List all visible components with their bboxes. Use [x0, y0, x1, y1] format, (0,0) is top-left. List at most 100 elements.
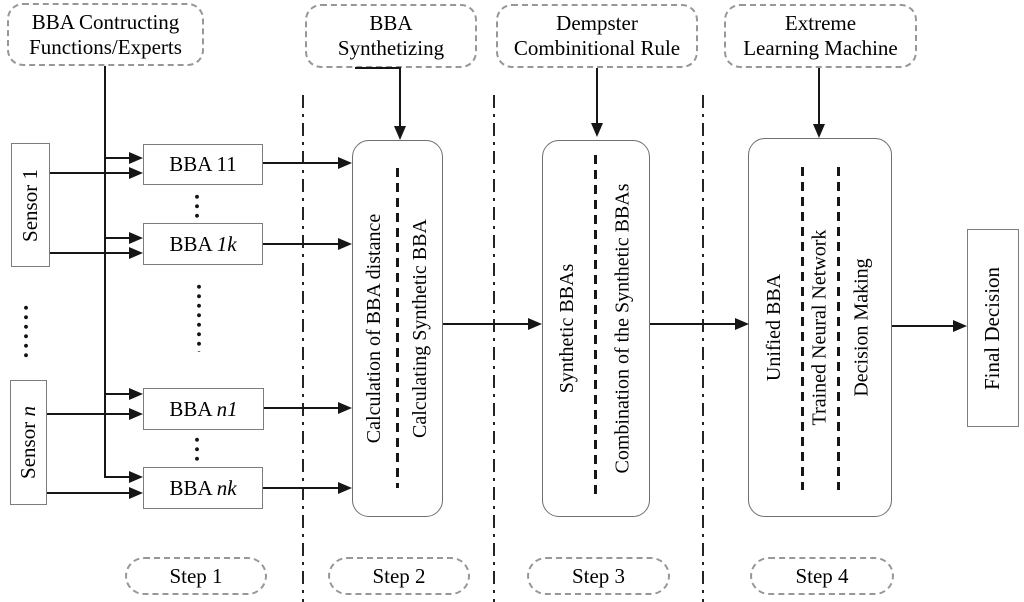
line-dempster-to-step3	[596, 68, 598, 124]
bba-11-suffix: 11	[216, 152, 237, 176]
step-pill-1: Step 1	[125, 557, 267, 595]
line-step2-to-step3	[443, 323, 528, 325]
line-trunk-to-bban1	[104, 393, 129, 395]
bba-n1-label: BBA n1	[169, 397, 237, 422]
elm-line2: Learning Machine	[743, 36, 898, 60]
arrowhead-bba11-to-step2	[338, 157, 352, 169]
line-step3-to-step4	[650, 323, 735, 325]
step2-left-text: Calculation of BBA distance	[363, 213, 385, 444]
ellipsis-bba-1k-n1	[196, 282, 202, 352]
sensor-1-label: Sensor 1	[18, 168, 43, 242]
bba-11-box: BBA 11	[143, 144, 263, 185]
line-elm-to-step4	[818, 68, 820, 125]
arrowhead-bba1k-to-step2	[338, 238, 352, 250]
step4-col1-text: Unified BBA	[763, 273, 785, 382]
arrowhead-sensor1-to-bba1k	[129, 247, 143, 259]
ellipsis-bba-11-1k	[194, 192, 200, 219]
line-bba11-to-step2	[263, 162, 338, 164]
sensor-n-label: Sensor n	[16, 406, 41, 479]
arrowhead-step4-to-final	[953, 320, 967, 332]
line-trunk-to-bba11	[104, 157, 129, 159]
line-trunk-to-bbank	[104, 476, 129, 478]
line-synthetizing-to-step2	[399, 67, 401, 127]
bba-synthetizing-line2: Synthetizing	[337, 36, 445, 60]
sensor-1-box: Sensor 1	[11, 143, 50, 267]
bba-1k-prefix: BBA	[169, 231, 217, 256]
step3-left-text: Synthetic BBAs	[556, 263, 579, 394]
bba-n1-prefix: BBA	[169, 396, 217, 421]
bba-nk-label: BBA nk	[169, 476, 236, 501]
step1-label: Step 1	[169, 563, 223, 588]
arrowhead-bban1-to-step2	[338, 402, 352, 414]
bba-nk-suffix: nk	[216, 475, 237, 500]
final-decision-box: Final Decision	[967, 229, 1019, 427]
bba-n1-suffix: n1	[216, 396, 238, 421]
line-sensor1-to-bba11	[50, 172, 129, 174]
label-box-bba-constructing: BBA Contructing Functions/Experts	[7, 3, 204, 66]
arrowhead-elm-to-step4	[813, 124, 825, 138]
ellipsis-bba-n1-nk	[194, 435, 200, 462]
arrowhead-bbank-to-step2	[338, 482, 352, 494]
line-step4-to-final	[892, 325, 953, 327]
line-sensorn-to-bban1	[47, 413, 129, 415]
elm-line1: Extreme	[784, 11, 857, 36]
separator-step1-step2	[302, 95, 304, 602]
dempster-line2: Combinitional Rule	[513, 36, 681, 60]
bba-11-label: BBA 11	[169, 152, 237, 177]
divider-step4-a	[801, 167, 804, 490]
step2-right-text: Calculating Synthetic BBA	[409, 219, 431, 438]
bba-constructing-line1: BBA Contructing	[31, 9, 180, 34]
label-box-dempster-rule: Dempster Combinitional Rule	[496, 4, 698, 68]
final-decision-label: Final Decision	[980, 266, 1005, 390]
bba-1k-suffix: 1k	[216, 231, 237, 256]
step-pill-3: Step 3	[527, 557, 670, 595]
ellipsis-sensors	[23, 303, 29, 359]
dempster-line1: Dempster	[556, 11, 638, 36]
bba-nk-prefix: BBA	[169, 475, 217, 500]
arrowhead-step3-to-step4	[735, 318, 749, 330]
line-bbank-to-step2	[263, 487, 338, 489]
divider-step3	[594, 155, 597, 500]
line-bba1k-to-step2	[263, 243, 338, 245]
line-sensorn-to-bbank	[47, 492, 129, 494]
sensor-n-box: Sensor n	[10, 380, 47, 505]
line-synthetizing-jog	[355, 67, 401, 69]
arrowhead-dempster-to-step3	[591, 123, 603, 137]
step4-label: Step 4	[795, 563, 849, 588]
sensor-n-suffix: n	[16, 406, 41, 417]
arrowhead-trunk-to-bban1	[129, 388, 143, 400]
bba-11-prefix: BBA	[169, 152, 217, 176]
arrowhead-trunk-to-bba1k	[129, 232, 143, 244]
bba-synthetizing-line1: BBA	[369, 11, 413, 36]
line-constructing-trunk	[104, 66, 106, 478]
step3-right-text: Combination of the Synthetic BBAs	[611, 183, 634, 474]
step4-col3-text: Decision Making	[851, 258, 873, 397]
bba-1k-box: BBA 1k	[143, 223, 263, 265]
separator-step2-step3	[493, 95, 495, 602]
step3-label: Step 3	[571, 563, 626, 588]
separator-step3-step4	[702, 95, 704, 602]
arrowhead-trunk-to-bbank	[129, 471, 143, 483]
step2-label: Step 2	[372, 563, 426, 588]
step-pill-2: Step 2	[328, 557, 470, 595]
bba-constructing-line2: Functions/Experts	[29, 34, 182, 59]
line-sensor1-to-bba1k	[50, 252, 129, 254]
bba-1k-label: BBA 1k	[169, 232, 236, 257]
label-box-extreme-learning-machine: Extreme Learning Machine	[724, 4, 917, 68]
arrowhead-trunk-to-bba11	[129, 152, 143, 164]
arrowhead-sensorn-to-bbank	[129, 487, 143, 499]
bba-n1-box: BBA n1	[143, 388, 264, 430]
divider-step2	[396, 168, 399, 488]
divider-step4-b	[837, 167, 840, 490]
arrowhead-sensorn-to-bban1	[129, 408, 143, 420]
arrowhead-step2-to-step3	[528, 318, 542, 330]
line-trunk-to-bba1k	[104, 237, 129, 239]
step4-col2-text: Trained Neural Network	[808, 229, 831, 426]
step-pill-4: Step 4	[750, 557, 894, 595]
arrowhead-sensor1-to-bba11	[129, 167, 143, 179]
arrowhead-synthetizing-to-step2	[394, 126, 406, 140]
sensor-n-prefix: Sensor	[16, 416, 41, 479]
label-box-bba-synthetizing: BBA Synthetizing	[305, 4, 477, 68]
line-bban1-to-step2	[264, 407, 338, 409]
